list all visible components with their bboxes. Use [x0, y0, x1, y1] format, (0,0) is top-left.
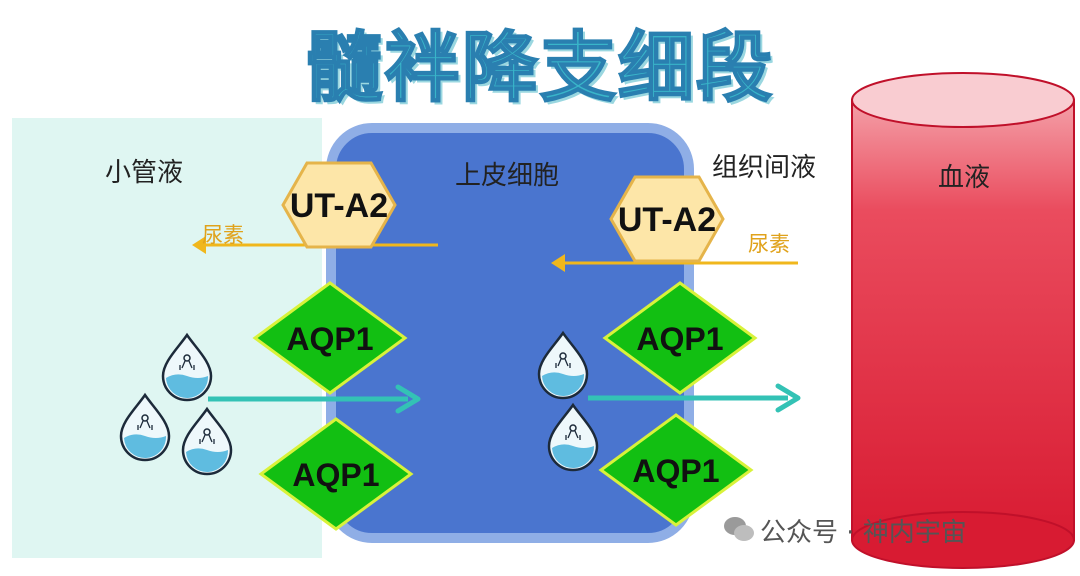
aqp1-channel-4: AQP1: [598, 413, 754, 527]
aqp1-1-text: AQP1: [286, 321, 373, 357]
urea-arrow-right: [551, 254, 798, 272]
diagram-title: 髓袢降支细段: [305, 22, 774, 113]
ut-a2-transporter-left: UT-A2: [281, 161, 397, 249]
water-droplet-icon: [537, 330, 589, 400]
urea-label-right: 尿素: [748, 232, 790, 256]
aqp1-4-text: AQP1: [632, 453, 719, 489]
aqp1-3-text: AQP1: [636, 321, 723, 357]
water-droplet-icon: [161, 332, 213, 402]
aqp1-channel-3: AQP1: [602, 281, 758, 395]
interstitial-fluid-label: 组织间液: [712, 153, 817, 183]
water-droplet-icon: [181, 406, 233, 476]
water-droplet-icon: [547, 402, 599, 472]
aqp1-channel-1: AQP1: [252, 281, 408, 395]
water-droplet-icon: [119, 392, 171, 462]
blood-label: 血液: [938, 163, 991, 193]
ut-a2-right-text: UT-A2: [618, 201, 716, 239]
aqp1-2-text: AQP1: [292, 457, 379, 493]
water-arrow-right: [588, 383, 801, 413]
tubular-fluid-label: 小管液: [105, 158, 184, 188]
wechat-icon: [724, 517, 754, 541]
ut-a2-left-text: UT-A2: [290, 187, 388, 225]
epithelial-cell-label: 上皮细胞: [455, 161, 560, 191]
watermark: 公众号 · 神内宇宙: [760, 518, 967, 548]
water-arrow-left: [208, 384, 421, 414]
aqp1-channel-2: AQP1: [258, 417, 414, 531]
urea-label-left: 尿素: [202, 223, 244, 247]
blood-vessel: [851, 72, 1075, 569]
ut-a2-transporter-right: UT-A2: [609, 175, 725, 263]
